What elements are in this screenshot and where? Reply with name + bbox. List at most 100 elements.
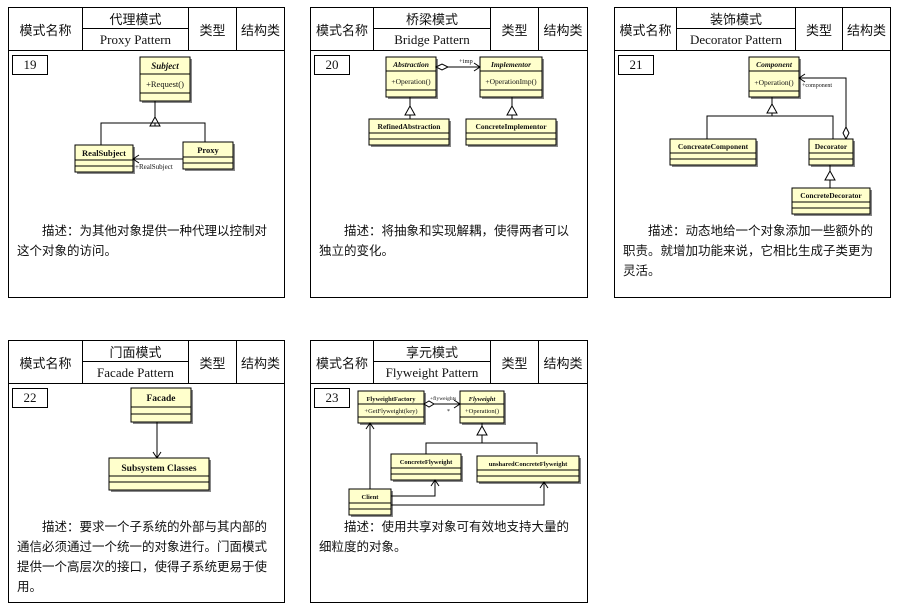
association-label: +component <box>802 83 832 89</box>
type-value: 结构类 <box>240 22 280 38</box>
card-header: 模式名称 享元模式 Flyweight Pattern 类型 结构类 <box>311 341 587 384</box>
class-concrete-flyweight: ConcreteFlyweight <box>390 453 463 482</box>
class-decorator: Decorator <box>808 138 855 167</box>
class-concrete-implementor: ConcreteImplementor <box>465 118 558 147</box>
mode-name-label: 模式名称 <box>311 341 374 383</box>
class-subject: Subject +Request() <box>139 56 192 103</box>
card-decorator-pattern: 模式名称 装饰模式 Decorator Pattern 类型 结构类 21 Co… <box>614 7 891 298</box>
class-name: Flyweight <box>469 396 496 403</box>
class-name: Abstraction <box>392 60 429 69</box>
pattern-number: 23 <box>314 388 350 408</box>
pattern-name-cell: 门面模式 Facade Pattern <box>83 341 189 383</box>
association-label: +flyweights <box>430 395 456 402</box>
pattern-number: 20 <box>314 55 350 75</box>
card-bridge-pattern: 模式名称 桥梁模式 Bridge Pattern 类型 结构类 20 Abstr… <box>310 7 588 298</box>
pattern-en-name: Flyweight Pattern <box>385 364 479 380</box>
pattern-cn-name: 代理模式 <box>83 8 188 29</box>
class-name: FlyweightFactory <box>366 396 416 403</box>
pattern-number: 19 <box>12 55 48 75</box>
class-implementor: Implementor +OperationImp() <box>479 56 544 99</box>
pattern-name-cell: 装饰模式 Decorator Pattern <box>677 8 796 50</box>
pattern-name-cell: 享元模式 Flyweight Pattern <box>374 341 491 383</box>
class-name: RealSubject <box>82 148 126 158</box>
class-name: RefinedAbstraction <box>378 122 442 131</box>
class-name: Facade <box>146 394 175 404</box>
class-real-subject: RealSubject <box>74 144 135 174</box>
class-unshared-concrete-flyweight: unsharedConcreteFlyweight <box>476 455 581 484</box>
pattern-name-cell: 桥梁模式 Bridge Pattern <box>374 8 491 50</box>
pattern-description: 描述：将抽象和实现解耦，使得两者可以独立的变化。 <box>319 224 570 258</box>
uml-diagram: FlyweightFactory +GetFlyweight(key) Flyw… <box>348 390 581 517</box>
type-value: 结构类 <box>543 22 583 38</box>
class-operation: +Request() <box>146 79 184 89</box>
pattern-number: 21 <box>618 55 654 75</box>
pattern-en-name: Decorator Pattern <box>689 31 783 47</box>
pattern-description: 描述：要求一个子系统的外部与其内部的通信必须通过一个统一的对象进行。门面模式提供… <box>17 520 268 594</box>
class-flyweight: Flyweight +Operation() <box>459 390 506 425</box>
class-name: Client <box>362 494 380 501</box>
class-operation: +Operation() <box>391 77 431 86</box>
class-concrete-decorator: ConcreteDecorator <box>791 187 872 216</box>
pattern-cn-name: 桥梁模式 <box>374 8 490 29</box>
pattern-description: 描述：动态地给一个对象添加一些额外的职责。就增加功能来说，它相比生成子类更为灵活… <box>623 224 874 278</box>
class-name: Implementor <box>490 60 531 69</box>
card-header: 模式名称 代理模式 Proxy Pattern 类型 结构类 <box>9 8 284 51</box>
class-name: Subsystem Classes <box>121 464 197 474</box>
class-client: Client <box>348 488 393 517</box>
pattern-en-name: Bridge Pattern <box>394 31 470 47</box>
class-refined-abstraction: RefinedAbstraction <box>368 118 451 147</box>
class-operation: +Operation() <box>754 78 794 87</box>
type-value: 结构类 <box>846 22 886 38</box>
class-name: ConcreateComponent <box>678 142 749 151</box>
type-label: 类型 <box>491 341 539 383</box>
mode-name-label: 模式名称 <box>9 341 83 383</box>
uml-diagram: Abstraction +Operation() Implementor +Op… <box>368 56 558 147</box>
association-label: +imp <box>459 58 473 65</box>
class-subsystem: Subsystem Classes <box>108 457 211 492</box>
type-label: 类型 <box>189 341 237 383</box>
card-proxy-pattern: 模式名称 代理模式 Proxy Pattern 类型 结构类 19 Subjec… <box>8 7 285 298</box>
uml-diagram: Component +Operation() +component Concre… <box>669 56 872 216</box>
class-name: Decorator <box>815 142 848 151</box>
class-name: ConcreteImplementor <box>475 122 547 131</box>
uml-diagram: Subject +Request() RealSubject Proxy +Re… <box>74 56 235 174</box>
class-operation: +Operation() <box>465 408 499 415</box>
class-abstraction: Abstraction +Operation() <box>385 56 438 99</box>
pattern-cn-name: 装饰模式 <box>677 8 795 29</box>
pattern-description: 描述：为其他对象提供一种代理以控制对这个对象的访问。 <box>17 224 268 258</box>
card-flyweight-pattern: 模式名称 享元模式 Flyweight Pattern 类型 结构类 23 Fl… <box>310 340 588 603</box>
type-label: 类型 <box>491 8 539 50</box>
card-header: 模式名称 装饰模式 Decorator Pattern 类型 结构类 <box>615 8 890 51</box>
type-label: 类型 <box>796 8 843 50</box>
pattern-number: 22 <box>12 388 48 408</box>
uml-diagram: Facade Subsystem Classes <box>108 387 211 492</box>
class-operation: +OperationImp() <box>485 77 537 86</box>
mode-name-label: 模式名称 <box>615 8 677 50</box>
multiplicity-label: * <box>447 409 450 415</box>
class-name: ConcreteFlyweight <box>400 459 453 466</box>
class-operation: +GetFlyweight(key) <box>364 408 417 415</box>
class-proxy: Proxy <box>182 141 235 171</box>
class-name: Subject <box>151 61 179 71</box>
class-name: Component <box>756 60 793 69</box>
class-name: Proxy <box>197 145 219 155</box>
class-name: unsharedConcreteFlyweight <box>489 461 568 468</box>
class-concrete-component: ConcreateComponent <box>669 138 758 167</box>
pattern-en-name: Facade Pattern <box>97 364 174 380</box>
type-value: 结构类 <box>240 355 280 371</box>
pattern-en-name: Proxy Pattern <box>99 31 172 47</box>
class-facade: Facade <box>130 387 193 424</box>
class-name: ConcreteDecorator <box>800 191 862 200</box>
pattern-name-cell: 代理模式 Proxy Pattern <box>83 8 189 50</box>
association-label: +RealSubject <box>135 163 173 171</box>
pattern-description: 描述：使用共享对象可有效地支持大量的细粒度的对象。 <box>319 520 570 554</box>
mode-name-label: 模式名称 <box>311 8 374 50</box>
type-value: 结构类 <box>543 355 583 371</box>
card-facade-pattern: 模式名称 门面模式 Facade Pattern 类型 结构类 22 Facad… <box>8 340 285 603</box>
class-component: Component +Operation() <box>748 56 801 99</box>
class-flyweight-factory: FlyweightFactory +GetFlyweight(key) <box>357 390 426 425</box>
type-label: 类型 <box>189 8 237 50</box>
mode-name-label: 模式名称 <box>9 8 83 50</box>
card-header: 模式名称 门面模式 Facade Pattern 类型 结构类 <box>9 341 284 384</box>
pattern-cn-name: 门面模式 <box>83 341 188 362</box>
